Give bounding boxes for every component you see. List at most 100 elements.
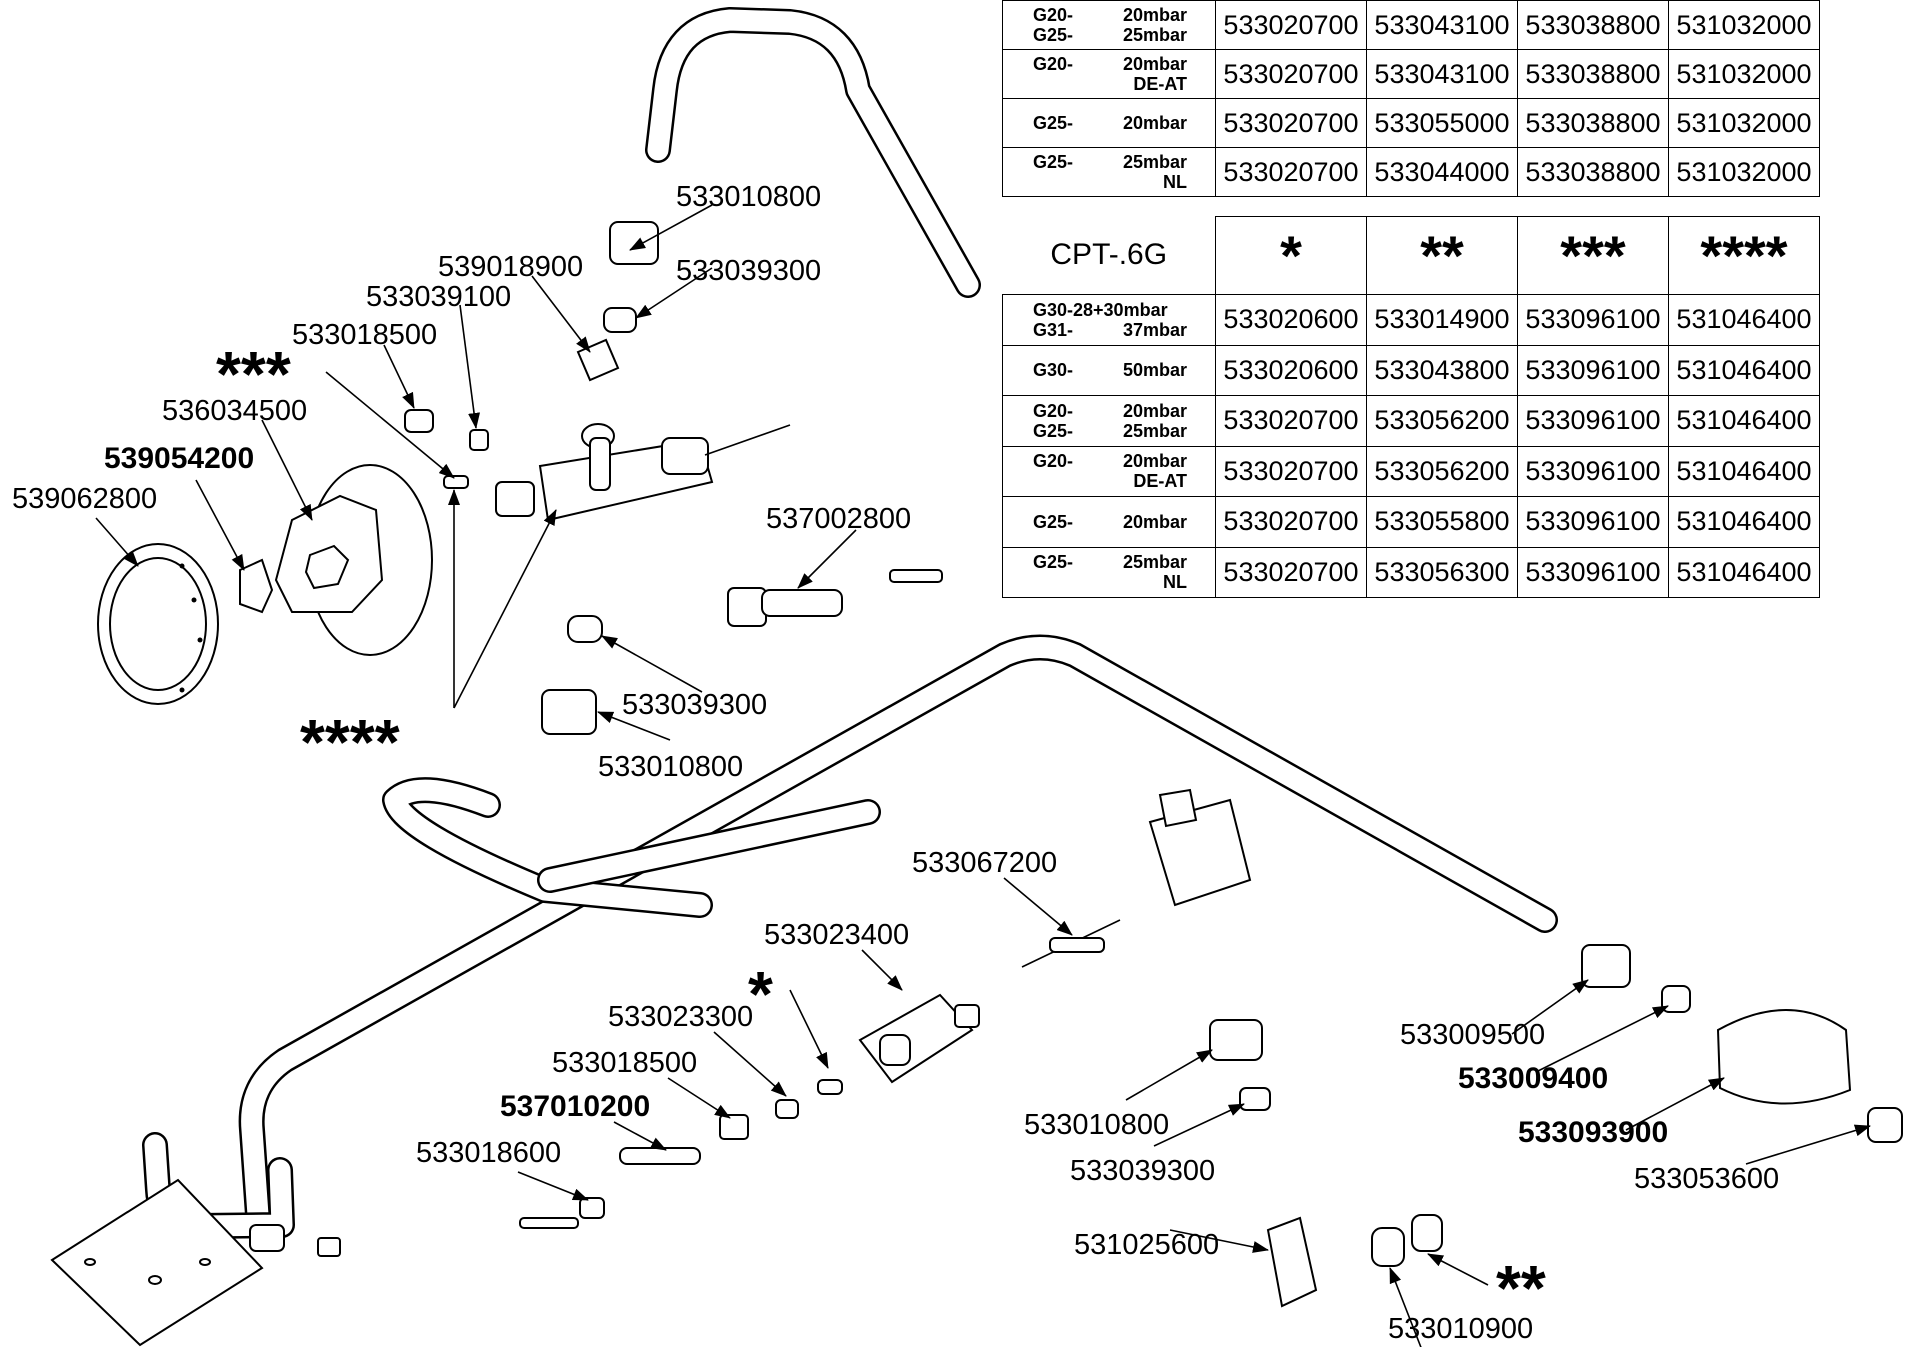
thermocouple-top bbox=[541, 569, 943, 735]
callout-stars-2: ** bbox=[1496, 1252, 1546, 1324]
base-plate bbox=[50, 1178, 341, 1347]
gas-pressure: 20mbar bbox=[1122, 5, 1187, 25]
gas-pipe-main bbox=[238, 634, 1558, 1228]
gas-pressure: DE-AT bbox=[1133, 74, 1187, 94]
callout-nut-small: 533018600 bbox=[416, 1137, 561, 1169]
callout-ring-bottom: 533010900 bbox=[1388, 1313, 1533, 1345]
callout-leaders bbox=[95, 204, 1871, 1347]
gas-label: G30- bbox=[1033, 360, 1074, 381]
bottom-right-parts bbox=[1209, 944, 1903, 1308]
top-small-parts bbox=[404, 221, 659, 489]
gas-pressure: 25mbar bbox=[1122, 552, 1187, 573]
part-number-cell: 531046400 bbox=[1668, 546, 1820, 598]
callout-stars-1: * bbox=[748, 958, 773, 1030]
part-number-cell: 533020700 bbox=[1215, 98, 1367, 148]
part-number-cell: 533020600 bbox=[1215, 294, 1367, 346]
part-number-cell: 533056200 bbox=[1366, 445, 1518, 497]
gas-label: G25- bbox=[1033, 511, 1074, 532]
gas-label: G25- bbox=[1033, 25, 1074, 45]
part-number-cell: 533020700 bbox=[1215, 496, 1367, 548]
callout-nut-mid: 533010800 bbox=[598, 751, 743, 783]
part-number-cell: 531032000 bbox=[1668, 49, 1820, 99]
column-header-star-2: ** bbox=[1366, 216, 1518, 295]
control-dial-plate bbox=[97, 543, 219, 705]
part-number-cell: 533043800 bbox=[1366, 344, 1518, 396]
callout-labels: 533010800 533039300 539018900 533039100 … bbox=[12, 181, 1779, 1345]
part-number-cell: 533020700 bbox=[1215, 49, 1367, 99]
gas-label: G30-28+30mbar bbox=[1033, 299, 1168, 320]
callout-olive-mid: 533039300 bbox=[622, 689, 767, 721]
part-number-cell: 533020700 bbox=[1215, 0, 1367, 50]
part-number-cell: 531032000 bbox=[1668, 0, 1820, 50]
column-header-star-3: *** bbox=[1517, 216, 1669, 295]
callout-fitting-bottom: 533018500 bbox=[552, 1047, 697, 1079]
part-number-cell: 533044000 bbox=[1366, 147, 1518, 197]
callout-pin-top: 533039100 bbox=[366, 281, 511, 313]
part-number-cell: 533096100 bbox=[1517, 445, 1669, 497]
part-number-cell: 533020700 bbox=[1215, 546, 1367, 598]
part-number-cell: 531046400 bbox=[1668, 294, 1820, 346]
callout-burner-cap: 533093900 bbox=[1518, 1116, 1668, 1149]
callout-nut-far-right: 533009500 bbox=[1400, 1019, 1545, 1051]
callout-olive-right: 533039300 bbox=[1070, 1155, 1215, 1187]
callout-fitting-top: 533018500 bbox=[292, 319, 437, 351]
gas-label: G25- bbox=[1033, 152, 1074, 172]
gas-label bbox=[1033, 471, 1103, 491]
callout-stars-4: **** bbox=[300, 706, 400, 778]
part-number-cell: 533038800 bbox=[1517, 0, 1669, 50]
gas-pressure: 25mbar bbox=[1122, 420, 1187, 441]
part-number-cell: 533055800 bbox=[1366, 496, 1518, 548]
part-number-cell: 531046400 bbox=[1668, 445, 1820, 497]
gas-pressure: 20mbar bbox=[1122, 451, 1187, 472]
gas-label: G25- bbox=[1033, 552, 1074, 573]
gas-label: G25- bbox=[1033, 113, 1074, 133]
callout-washer-far-right: 533009400 bbox=[1458, 1062, 1608, 1095]
gas-label: G20- bbox=[1033, 451, 1074, 472]
part-number-cell: 531032000 bbox=[1668, 98, 1820, 148]
gas-label: G20- bbox=[1033, 5, 1074, 25]
part-number-cell: 533056200 bbox=[1366, 395, 1518, 447]
part-number-cell: 533096100 bbox=[1517, 496, 1669, 548]
part-number-cell: 533043100 bbox=[1366, 0, 1518, 50]
gas-label: G20- bbox=[1033, 400, 1074, 421]
gas-pressure: 20mbar bbox=[1122, 54, 1187, 74]
callout-thermocouple-top: 537002800 bbox=[766, 503, 911, 535]
callout-olive-top: 533039300 bbox=[676, 255, 821, 287]
gas-pressure: 50mbar bbox=[1122, 360, 1187, 381]
gas-pressure: NL bbox=[1163, 572, 1187, 593]
callout-thermocouple-bottom: 533067200 bbox=[912, 847, 1057, 879]
gas-label bbox=[1033, 172, 1103, 192]
callout-dial: 539062800 bbox=[12, 483, 157, 515]
callout-valve-bottom: 533023400 bbox=[764, 919, 909, 951]
knob-collar bbox=[239, 558, 274, 614]
part-number-cell: 533096100 bbox=[1517, 344, 1669, 396]
part-number-cell: 531046400 bbox=[1668, 496, 1820, 548]
callout-elbow: 531025600 bbox=[1074, 1229, 1219, 1261]
part-number-cell: 533096100 bbox=[1517, 294, 1669, 346]
gas-label: G31- bbox=[1033, 319, 1074, 340]
gas-type-cell: G30- 50mbar bbox=[1002, 344, 1216, 396]
gas-pressure: DE-AT bbox=[1133, 471, 1187, 492]
gas-pressure: NL bbox=[1163, 172, 1187, 192]
part-number-cell: 533020700 bbox=[1215, 445, 1367, 497]
part-number-cell: 533038800 bbox=[1517, 98, 1669, 148]
gas-label: G25- bbox=[1033, 420, 1074, 441]
part-number-cell: 531046400 bbox=[1668, 395, 1820, 447]
callout-plug: 533053600 bbox=[1634, 1163, 1779, 1195]
callout-bracket-top: 539018900 bbox=[438, 251, 583, 283]
part-number-cell: 531046400 bbox=[1668, 344, 1820, 396]
column-header-star-4: **** bbox=[1668, 216, 1820, 295]
